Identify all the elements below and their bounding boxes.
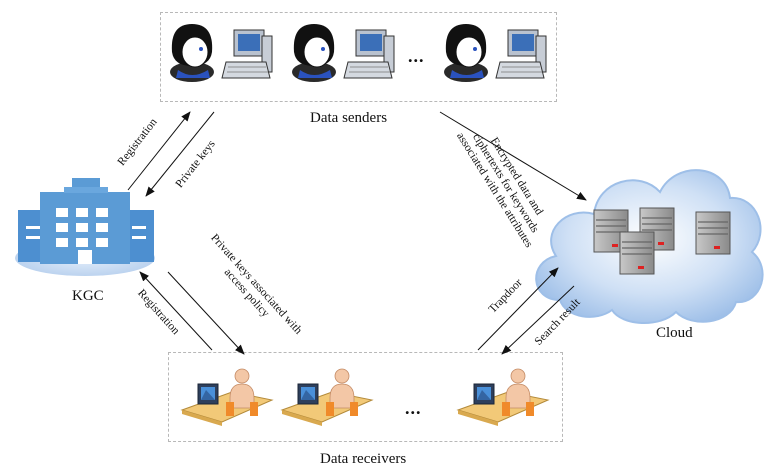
kgc-building-icon	[15, 178, 155, 276]
receiver-1-icon	[181, 368, 273, 427]
kgc-label: KGC	[72, 288, 104, 304]
sender-2-icon	[291, 23, 395, 83]
sender-1-icon	[169, 23, 273, 83]
data-senders-group	[160, 12, 557, 102]
receiver-2-icon	[281, 368, 373, 427]
cloud-label: Cloud	[656, 325, 693, 341]
receiver-3-icon	[457, 368, 549, 427]
data-senders-label: Data senders	[310, 110, 388, 126]
receivers-ellipsis: ...	[405, 398, 422, 418]
sender-3-icon	[443, 23, 547, 83]
data-receivers-label: Data receivers	[320, 451, 407, 467]
senders-ellipsis: ...	[408, 46, 425, 66]
cloud-icon	[535, 169, 764, 325]
